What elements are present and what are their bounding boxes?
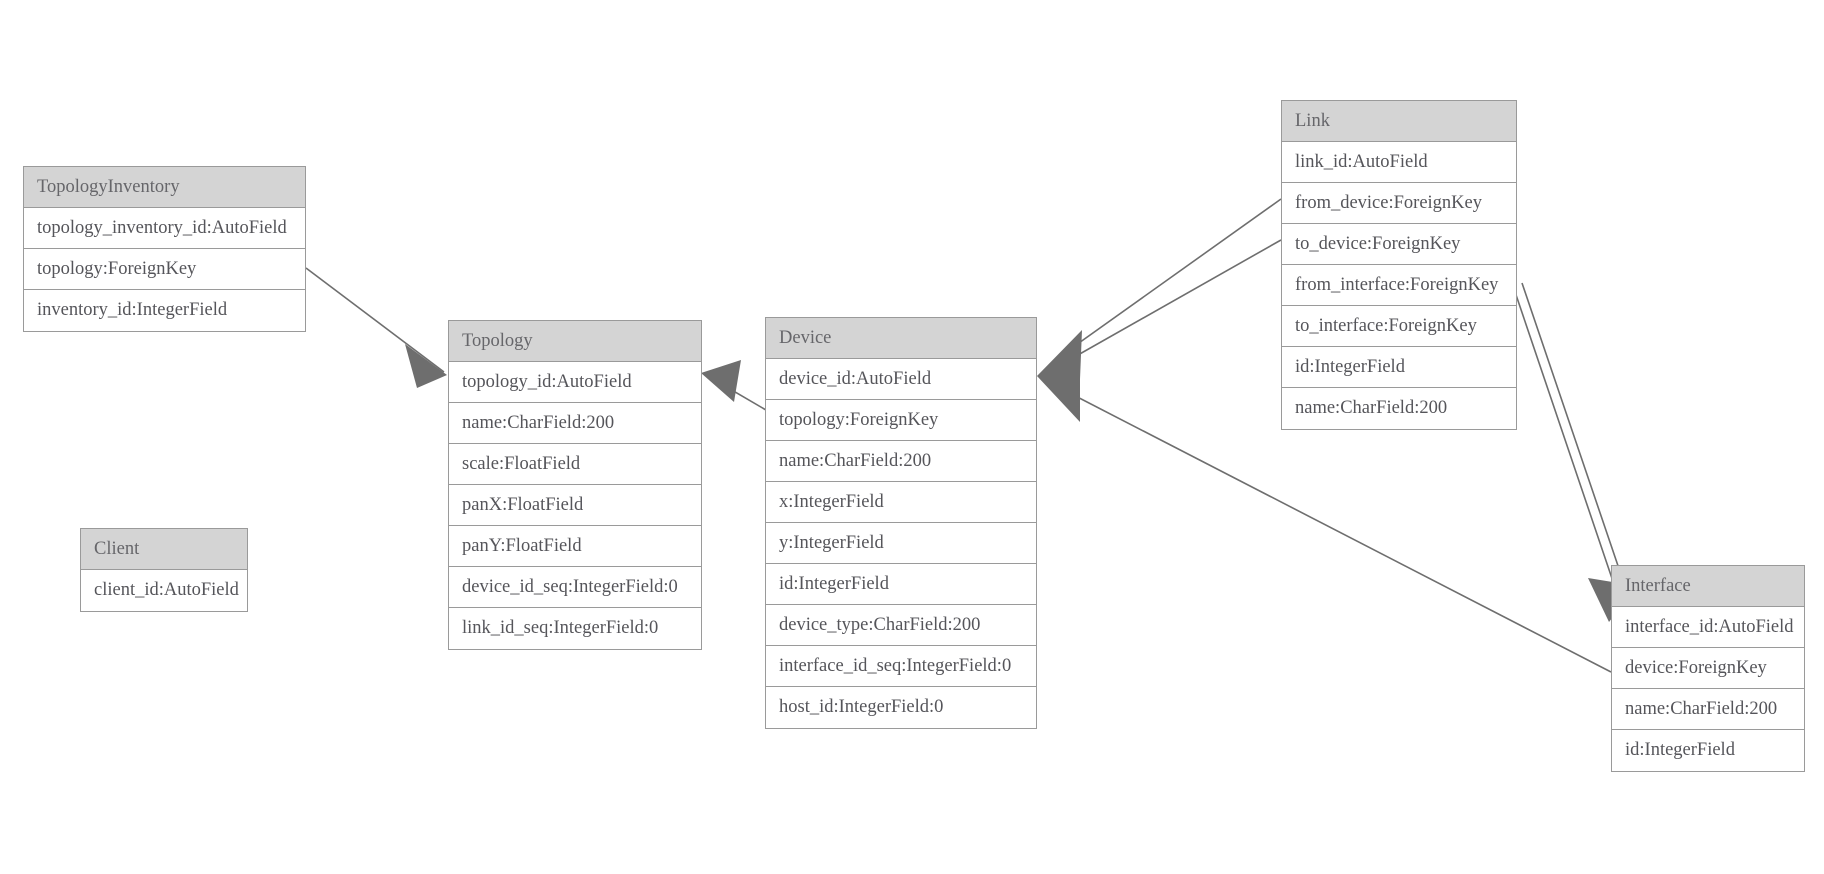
entity-field: id:IntegerField bbox=[766, 564, 1036, 605]
entity-link[interactable]: Link link_id:AutoField from_device:Forei… bbox=[1281, 100, 1517, 430]
entity-field: host_id:IntegerField:0 bbox=[779, 697, 944, 717]
entity-field: to_device:ForeignKey bbox=[1282, 224, 1516, 265]
relationship-link-from-interface-to-interface bbox=[1511, 282, 1623, 609]
relationship-line bbox=[1054, 239, 1282, 369]
entity-field: name:CharField:200 bbox=[1612, 689, 1804, 730]
entity-title-link: Link bbox=[1282, 101, 1516, 142]
entity-field: device:ForeignKey bbox=[1612, 648, 1804, 689]
entity-field: device_id_seq:IntegerField:0 bbox=[449, 567, 701, 608]
entity-topology[interactable]: Topology topology_id:AutoField name:Char… bbox=[448, 320, 702, 650]
entity-field: id:IntegerField bbox=[1282, 347, 1516, 388]
entity-field: device_id:AutoField bbox=[766, 359, 1036, 400]
relationship-line bbox=[305, 267, 445, 373]
relationship-device-to-topology bbox=[701, 360, 767, 411]
relationship-arrowhead bbox=[405, 344, 447, 388]
entity-field: topology:ForeignKey bbox=[24, 249, 305, 290]
relationship-arrowhead bbox=[1037, 330, 1082, 379]
entity-title-client: Client bbox=[81, 529, 247, 570]
entity-field: panY:FloatField bbox=[449, 526, 701, 567]
entity-field: scale:FloatField bbox=[449, 444, 701, 485]
relationship-link-to-device-to-device bbox=[1054, 239, 1282, 369]
entity-field: from_device:ForeignKey bbox=[1282, 183, 1516, 224]
entity-title-device: Device bbox=[766, 318, 1036, 359]
entity-field: topology:ForeignKey bbox=[766, 400, 1036, 441]
entity-field: id:IntegerField bbox=[1625, 740, 1735, 760]
entity-title-topology: Topology bbox=[449, 321, 701, 362]
entity-field: topology_inventory_id:AutoField bbox=[24, 208, 305, 249]
entity-field: topology_id:AutoField bbox=[449, 362, 701, 403]
entity-field: from_interface:ForeignKey bbox=[1282, 265, 1516, 306]
relationship-link-to-interface-to-interface bbox=[1521, 282, 1633, 608]
entity-field: interface_id:AutoField bbox=[1612, 607, 1804, 648]
entity-field: x:IntegerField bbox=[766, 482, 1036, 523]
entity-field: name:CharField:200 bbox=[449, 403, 701, 444]
entity-field: link_id_seq:IntegerField:0 bbox=[462, 618, 659, 638]
entity-interface[interactable]: Interface interface_id:AutoField device:… bbox=[1611, 565, 1805, 772]
entity-device[interactable]: Device device_id:AutoField topology:Fore… bbox=[765, 317, 1037, 729]
entity-field: y:IntegerField bbox=[766, 523, 1036, 564]
entity-field: inventory_id:IntegerField bbox=[37, 300, 228, 320]
relationship-arrowhead bbox=[1037, 375, 1080, 422]
entity-field: name:CharField:200 bbox=[766, 441, 1036, 482]
entity-field: panX:FloatField bbox=[449, 485, 701, 526]
relationship-arrowhead bbox=[701, 360, 741, 402]
entity-title-interface: Interface bbox=[1612, 566, 1804, 607]
entity-field: device_type:CharField:200 bbox=[766, 605, 1036, 646]
entity-client[interactable]: Client client_id:AutoField bbox=[80, 528, 248, 612]
relationship-line bbox=[1511, 282, 1623, 609]
relationship-line bbox=[1054, 198, 1282, 361]
entity-field: interface_id_seq:IntegerField:0 bbox=[766, 646, 1036, 687]
entity-field: link_id:AutoField bbox=[1282, 142, 1516, 183]
relationship-line bbox=[717, 381, 767, 411]
relationship-topologyinventory-to-topology bbox=[305, 267, 447, 388]
relationship-line bbox=[1521, 282, 1633, 608]
entity-field: to_interface:ForeignKey bbox=[1282, 306, 1516, 347]
relationship-link-from-device-to-device bbox=[1054, 198, 1282, 361]
entity-topology-inventory[interactable]: TopologyInventory topology_inventory_id:… bbox=[23, 166, 306, 332]
entity-field: name:CharField:200 bbox=[1295, 398, 1448, 418]
entity-title-topology-inventory: TopologyInventory bbox=[24, 167, 305, 208]
entity-field: client_id:AutoField bbox=[94, 580, 239, 600]
relationship-arrowhead-group-device bbox=[1037, 330, 1082, 422]
